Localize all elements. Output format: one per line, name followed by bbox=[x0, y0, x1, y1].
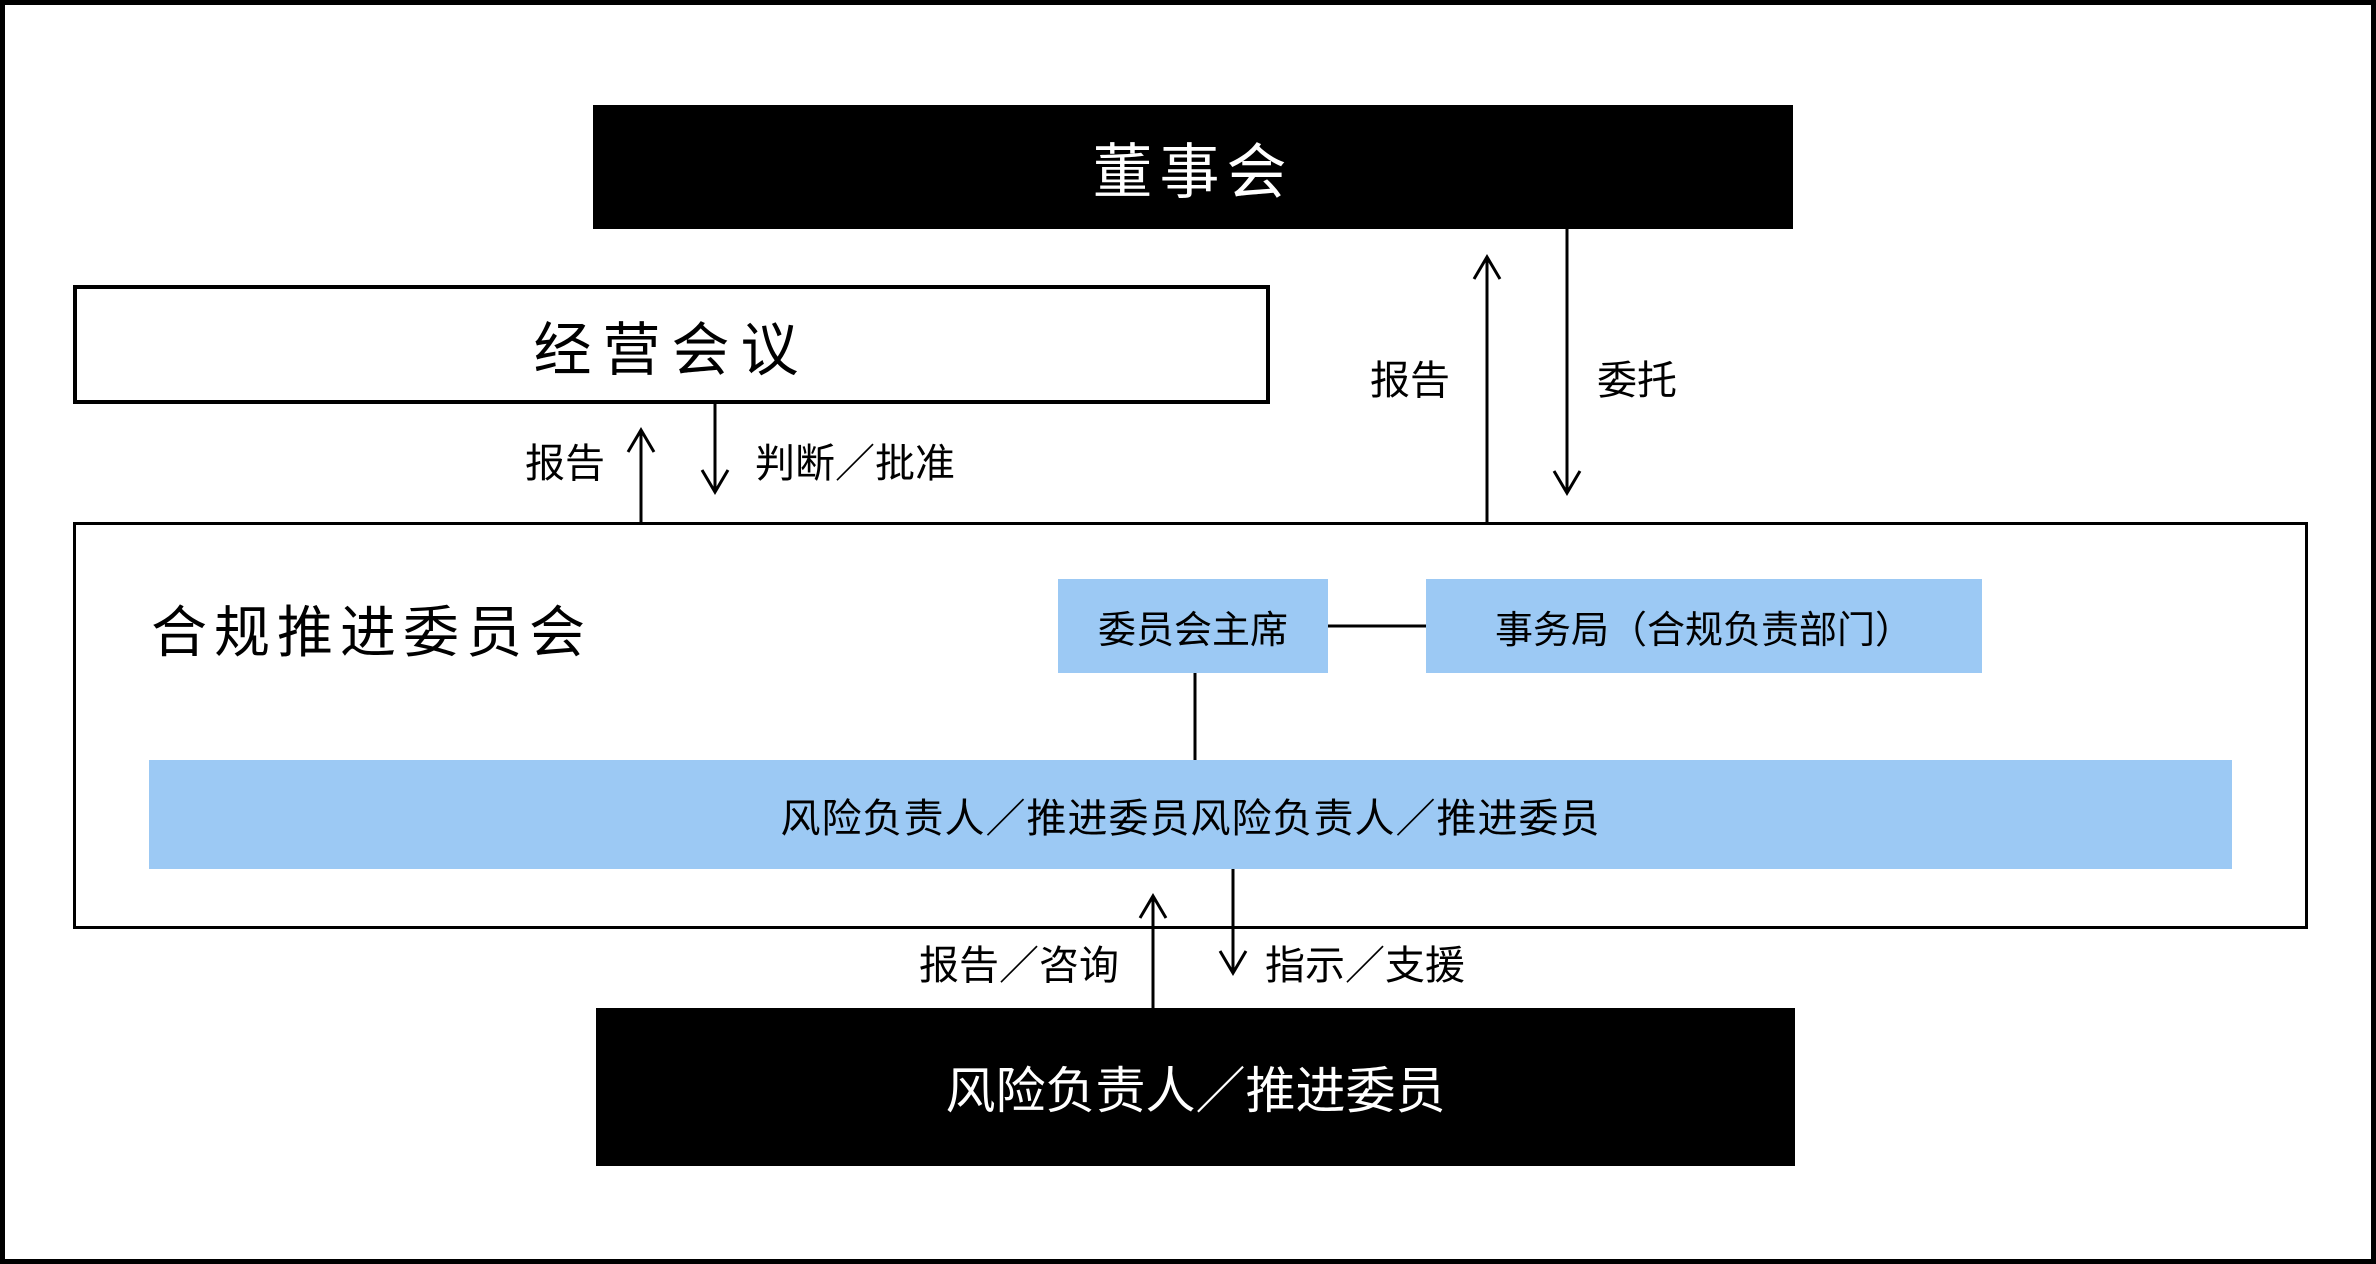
management-meeting-label: 经营会议 bbox=[533, 317, 810, 383]
edge-label-instruct-support: 指示／支援 bbox=[1265, 944, 1465, 988]
edge-label-report-consult: 报告／咨询 bbox=[919, 944, 1119, 988]
arrow-judge-approve-down bbox=[700, 404, 730, 495]
management-meeting-box: 经营会议 bbox=[73, 285, 1270, 404]
board-of-directors-label: 董事会 bbox=[1092, 139, 1294, 206]
committee-chair-box: 委员会主席 bbox=[1058, 579, 1328, 673]
arrow-report-left-up bbox=[626, 427, 656, 522]
board-of-directors-box: 董事会 bbox=[593, 105, 1793, 229]
edge-label-report-left: 报告 bbox=[525, 442, 605, 486]
edge-label-judge-approve: 判断／批准 bbox=[755, 442, 955, 486]
risk-members-bottom-label: 风险负责人／推进委员 bbox=[945, 1063, 1446, 1119]
secretariat-box: 事务局（合规负责部门） bbox=[1426, 579, 1982, 673]
edge-label-entrust: 委托 bbox=[1597, 359, 1677, 403]
compliance-committee-title: 合规推进委员会 bbox=[151, 603, 592, 665]
risk-members-bottom-box: 风险负责人／推进委员 bbox=[596, 1008, 1795, 1166]
risk-members-bar: 风险负责人／推进委员风险负责人／推进委员 bbox=[149, 760, 2232, 869]
arrow-report-right-up bbox=[1472, 254, 1502, 522]
risk-members-bar-label: 风险负责人／推进委员风险负责人／推进委员 bbox=[780, 796, 1601, 841]
committee-chair-label: 委员会主席 bbox=[1097, 609, 1288, 652]
edge-label-report-right: 报告 bbox=[1370, 359, 1450, 403]
secretariat-label: 事务局（合规负责部门） bbox=[1494, 609, 1913, 652]
arrow-entrust-down bbox=[1552, 229, 1582, 496]
